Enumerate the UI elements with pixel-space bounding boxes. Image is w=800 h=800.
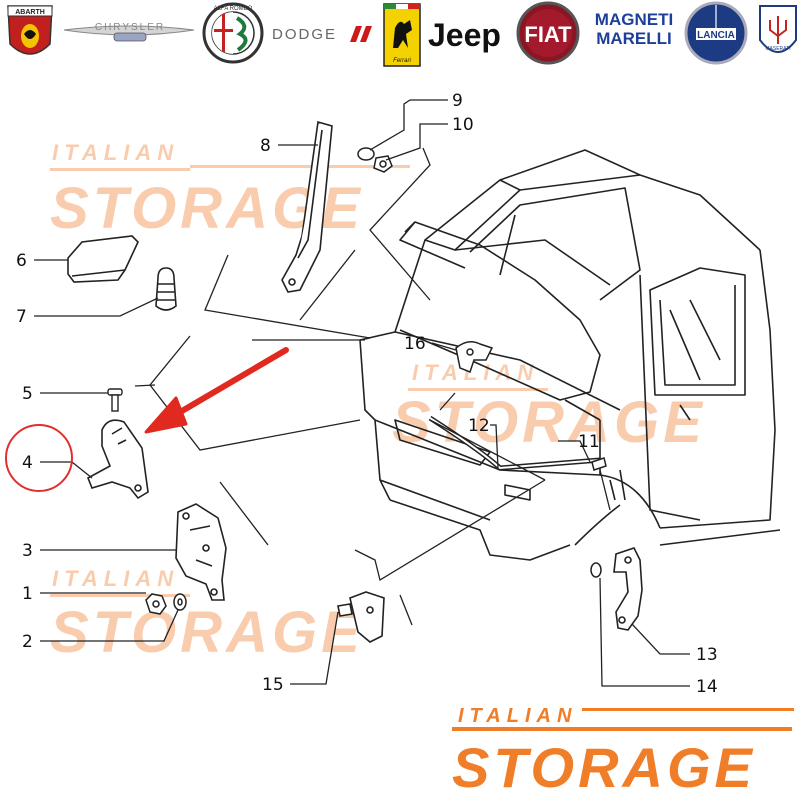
lancia-logo: LANCIA <box>684 1 748 65</box>
part-6-rubber-pad <box>67 235 139 283</box>
brand-dodge: DODGE <box>272 26 337 43</box>
chrysler-logo: CHRYSLER <box>63 22 195 42</box>
part-16-catch-clip <box>455 341 494 373</box>
part-7-bump-stop <box>155 267 177 311</box>
part-2-washer <box>173 593 187 611</box>
brand-logo-strip: ABARTH CHRYSLER ALFA ROMEO DODGE <box>7 1 797 67</box>
part-1-nut <box>145 593 167 615</box>
brand-lancia: LANCIA <box>697 30 735 41</box>
watermark-bottom-line2: STORAGE <box>50 600 364 665</box>
part-4-hinge-bracket <box>86 419 149 500</box>
callout-10: 10 <box>452 115 474 135</box>
part-11-seal-end <box>591 457 607 471</box>
callout-numbers: 1 2 3 4 5 6 7 8 9 10 11 12 13 14 15 16 <box>16 91 718 697</box>
watermark-bottom-line1: ITALIAN <box>52 566 179 591</box>
callout-7: 7 <box>16 307 27 327</box>
part-8-hood-prop-rod <box>281 120 333 293</box>
callout-16: 16 <box>404 334 426 354</box>
brand-ferrari: Ferrari <box>393 58 411 64</box>
part-3-latch-plate <box>175 503 227 601</box>
alfa-romeo-logo: ALFA ROMEO <box>202 2 264 64</box>
red-pointer-arrow <box>144 347 289 434</box>
abarth-logo: ABARTH <box>7 5 53 55</box>
callout-12: 12 <box>468 416 490 436</box>
magneti-marelli-logo: MAGNETI MARELLI <box>594 10 674 48</box>
callout-14: 14 <box>696 677 718 697</box>
brand-jeep: Jeep <box>428 17 501 53</box>
watermark-group: ITALIAN STORAGE ITALIAN STORAGE ITALIAN … <box>50 140 706 665</box>
leader-lines <box>134 147 611 626</box>
callout-leaders <box>34 99 690 687</box>
callout-2: 2 <box>22 632 33 652</box>
callout-11: 11 <box>578 432 600 452</box>
callout-9: 9 <box>452 91 463 111</box>
highlight-circle-part-4 <box>5 424 73 492</box>
logo-line2: STORAGE <box>452 736 756 799</box>
brand-chrysler: CHRYSLER <box>95 22 165 33</box>
callout-6: 6 <box>16 251 27 271</box>
dodge-logo: DODGE <box>272 26 372 43</box>
brand-magneti-marelli: MAGNETI MARELLI <box>594 10 674 48</box>
watermark-mid-line1: ITALIAN <box>412 360 539 385</box>
brand-abarth: ABARTH <box>15 9 45 16</box>
part-15-latch-bolt <box>337 591 385 643</box>
brand-fiat: FIAT <box>524 22 572 47</box>
watermark-mid-line2: STORAGE <box>392 390 706 455</box>
callout-13: 13 <box>696 645 718 665</box>
brand-maserati: MASERATI <box>765 46 790 52</box>
part-5-screw <box>107 388 123 412</box>
italian-storage-logo: ITALIAN STORAGE <box>452 705 794 799</box>
part-13-hinge <box>613 547 643 631</box>
part-14-washer <box>590 562 602 578</box>
watermark-top-line1: ITALIAN <box>52 140 179 165</box>
logo-line1: ITALIAN <box>458 705 577 727</box>
callout-15: 15 <box>262 675 284 695</box>
callout-3: 3 <box>22 541 33 561</box>
callout-8: 8 <box>260 136 271 156</box>
brand-alfa-romeo: ALFA ROMEO <box>214 6 253 12</box>
fiat-logo: FIAT <box>516 1 580 65</box>
vehicle-outline <box>359 149 781 561</box>
ferrari-logo: Ferrari <box>383 3 421 67</box>
callout-1: 1 <box>22 584 33 604</box>
maserati-logo: MASERATI <box>759 5 797 53</box>
part-9-grommet <box>357 147 375 161</box>
callout-4: 4 <box>22 453 33 473</box>
callout-5: 5 <box>22 384 33 404</box>
